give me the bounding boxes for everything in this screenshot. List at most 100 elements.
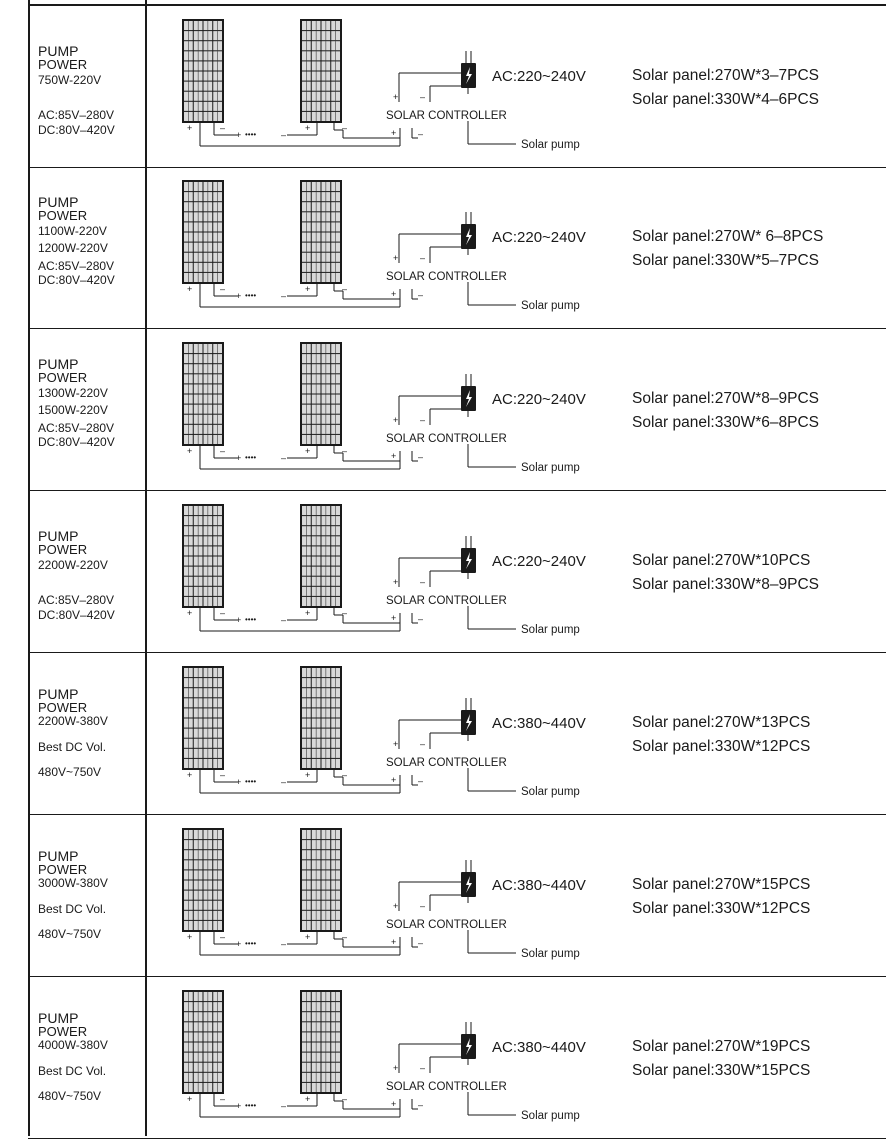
panel-270w-requirement: Solar panel:270W*19PCS [632,1039,810,1055]
plus-sign: + [391,775,396,785]
solar-panel-icon [182,990,224,1094]
plus-sign: + [236,615,241,625]
panel-requirement-cell: Solar panel:270W*10PCS Solar panel:330W*8… [632,491,886,653]
ac-voltage-label: AC:220~240V [492,68,586,85]
series-dots: •••• [245,130,256,139]
series-dots: •••• [245,777,256,786]
solar-panel-icon [182,828,224,932]
plus-sign: + [236,130,241,140]
minus-sign: – [342,284,347,294]
minus-sign: – [342,1094,347,1104]
plus-sign: + [393,1063,398,1073]
solar-panel-icon [300,666,342,770]
minus-sign: – [418,290,423,300]
series-dots: •••• [245,939,256,948]
solar-panel-icon [182,19,224,123]
minus-sign: – [220,608,225,618]
plus-sign: + [305,446,310,456]
solar-pump-label: Solar pump [521,300,580,312]
ac-voltage-label: AC:220~240V [492,391,586,408]
panel-requirement-cell: Solar panel:270W*19PCS Solar panel:330W*1… [632,977,886,1139]
solar-pump-label: Solar pump [521,462,580,474]
minus-sign: – [420,901,425,911]
solar-panel-icon [300,342,342,446]
solar-panel-icon [300,19,342,123]
minus-sign: – [220,123,225,133]
series-dots: •••• [245,615,256,624]
plus-sign: + [187,446,192,456]
minus-sign: – [281,291,286,301]
panel-requirement-cell: Solar panel:270W*13PCS Solar panel:330W*1… [632,653,886,815]
minus-sign: – [220,932,225,942]
minus-sign: – [342,770,347,780]
minus-sign: – [420,577,425,587]
ac-voltage-label: AC:380~440V [492,1039,586,1056]
minus-sign: – [281,939,286,949]
minus-sign: – [418,938,423,948]
minus-sign: – [418,614,423,624]
plus-sign: + [391,451,396,461]
minus-sign: – [281,615,286,625]
ac-voltage-label: AC:220~240V [492,553,586,570]
solar-controller-label: SOLAR CONTROLLER [386,919,507,931]
solar-panel-icon [300,180,342,284]
minus-sign: – [281,130,286,140]
plus-sign: + [305,932,310,942]
plus-sign: + [187,123,192,133]
plus-sign: + [187,932,192,942]
minus-sign: – [420,415,425,425]
minus-sign: – [420,92,425,102]
solar-panel-icon [182,666,224,770]
minus-sign: – [342,932,347,942]
panel-270w-requirement: Solar panel:270W*3–7PCS [632,68,819,84]
solar-pump-label: Solar pump [521,786,580,798]
plus-sign: + [236,1101,241,1111]
series-dots: •••• [245,1101,256,1110]
ac-voltage-label: AC:220~240V [492,229,586,246]
plus-sign: + [187,284,192,294]
minus-sign: – [281,1101,286,1111]
solar-controller-label: SOLAR CONTROLLER [386,271,507,283]
minus-sign: – [342,608,347,618]
plus-sign: + [236,291,241,301]
panel-330w-requirement: Solar panel:330W*12PCS [632,901,810,917]
panel-270w-requirement: Solar panel:270W*13PCS [632,715,810,731]
minus-sign: – [420,1063,425,1073]
panel-270w-requirement: Solar panel:270W*10PCS [632,553,810,569]
solar-controller-label: SOLAR CONTROLLER [386,110,507,122]
solar-pump-label: Solar pump [521,948,580,960]
series-dots: •••• [245,453,256,462]
solar-panel-icon [300,504,342,608]
plus-sign: + [187,608,192,618]
ac-voltage-label: AC:380~440V [492,715,586,732]
plus-sign: + [187,1094,192,1104]
solar-pump-label: Solar pump [521,1110,580,1122]
minus-sign: – [281,453,286,463]
panel-330w-requirement: Solar panel:330W*4–6PCS [632,92,819,108]
plus-sign: + [393,901,398,911]
minus-sign: – [418,1100,423,1110]
panel-330w-requirement: Solar panel:330W*8–9PCS [632,577,819,593]
panel-requirement-cell: Solar panel:270W*3–7PCS Solar panel:330W*… [632,6,886,168]
solar-pump-label: Solar pump [521,139,580,151]
plus-sign: + [391,128,396,138]
panel-330w-requirement: Solar panel:330W*15PCS [632,1063,810,1079]
plus-sign: + [391,1099,396,1109]
solar-panel-icon [182,180,224,284]
panel-330w-requirement: Solar panel:330W*12PCS [632,739,810,755]
minus-sign: – [220,446,225,456]
solar-panel-icon [300,990,342,1094]
plus-sign: + [305,123,310,133]
minus-sign: – [220,284,225,294]
solar-panel-icon [182,504,224,608]
panel-270w-requirement: Solar panel:270W*8–9PCS [632,391,819,407]
plus-sign: + [391,289,396,299]
